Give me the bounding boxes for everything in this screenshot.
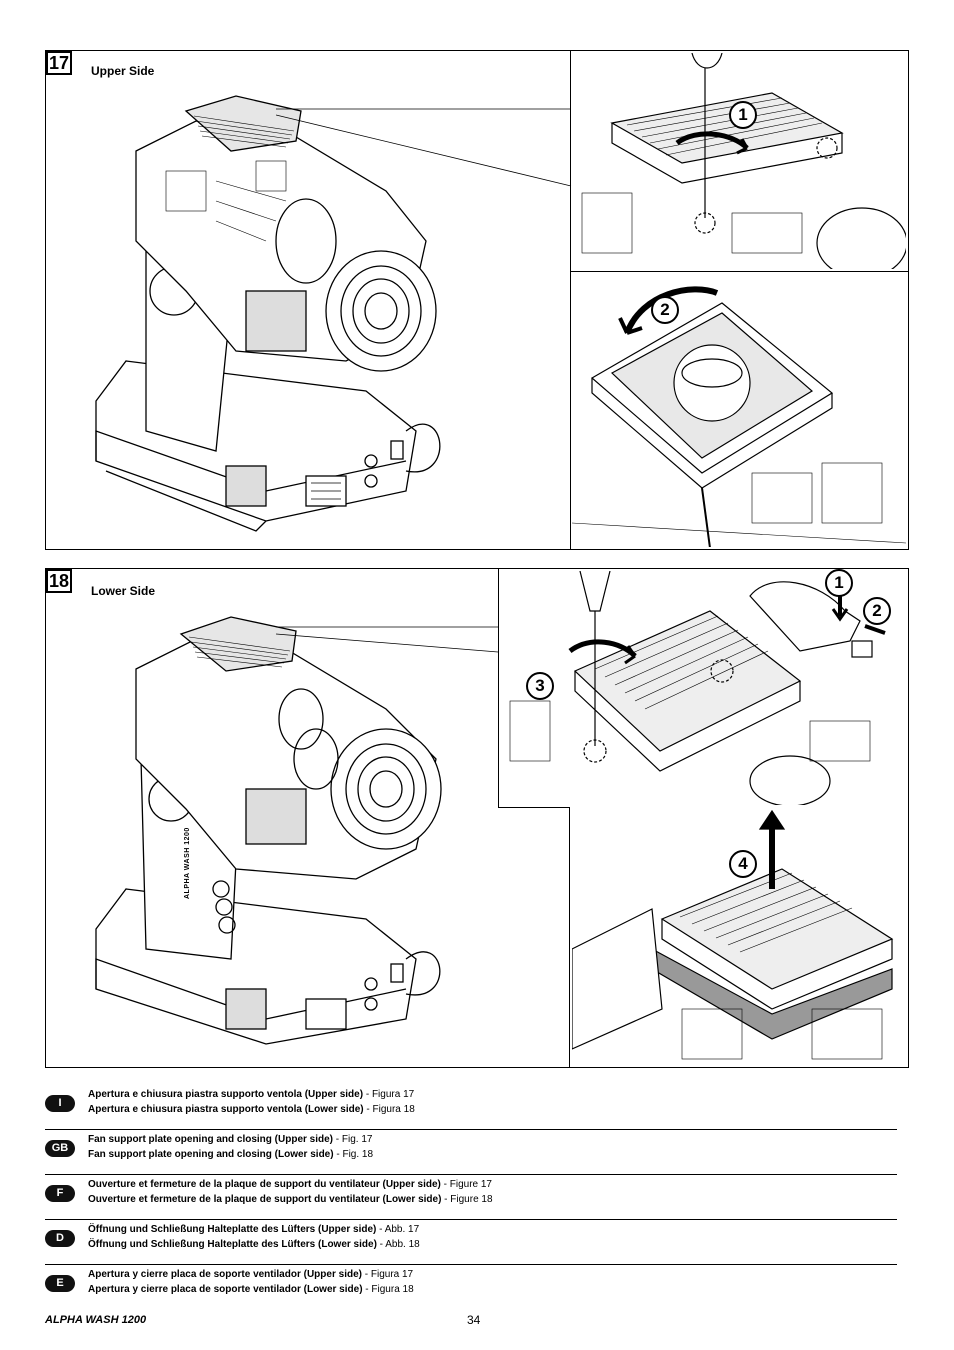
panel-divider (570, 271, 908, 272)
callout-lines (276, 626, 499, 653)
moving-head-illustration-lower (95, 616, 442, 1045)
caption-line: Öffnung und Schließung Halteplatte des L… (88, 1224, 420, 1235)
caption-line: Apertura e chiusura piastra supporto ven… (88, 1104, 415, 1115)
callout-lines (276, 108, 572, 187)
step-badge: 1 (729, 101, 757, 129)
caption-italian: I Apertura e chiusura piastra supporto v… (45, 1085, 897, 1130)
caption-line: Öffnung und Schließung Halteplatte des L… (88, 1239, 420, 1250)
figure-label: Lower Side (91, 584, 156, 598)
caption-german: D Öffnung und Schließung Halteplatte des… (45, 1220, 897, 1265)
detail-open-plate-illustration (572, 286, 906, 547)
panel-divider (569, 807, 570, 1067)
detail-unscrew-lower-illustration (509, 571, 886, 805)
caption-line: Apertura y cierre placa de soporte venti… (88, 1284, 414, 1295)
language-badge: GB (45, 1140, 75, 1157)
caption-line: Fan support plate opening and closing (L… (88, 1149, 374, 1160)
step-badge: 3 (526, 672, 554, 700)
step-badge: 2 (863, 597, 891, 625)
figure-number: 17 (46, 51, 72, 75)
caption-line: Ouverture et fermeture de la plaque de s… (88, 1194, 493, 1205)
caption-line: Apertura y cierre placa de soporte venti… (88, 1269, 414, 1280)
caption-french: F Ouverture et fermeture de la plaque de… (45, 1175, 897, 1220)
detail-remove-plate-illustration (572, 809, 894, 1060)
caption-line: Fan support plate opening and closing (U… (88, 1134, 373, 1145)
figure-17: 17 Upper Side (45, 50, 909, 550)
figure-18: 18 Lower Side ALPHA WASH 1200 (45, 568, 909, 1068)
language-badge: F (45, 1185, 75, 1202)
caption-english: GB Fan support plate opening and closing… (45, 1130, 897, 1175)
figure-label: Upper Side (91, 64, 155, 78)
caption-line: Ouverture et fermeture de la plaque de s… (88, 1179, 492, 1190)
step-badge: 2 (651, 296, 679, 324)
footer-model-name: ALPHA WASH 1200 (45, 1314, 147, 1326)
moving-head-illustration-upper (95, 95, 441, 532)
fixture-arm-text: ALPHA WASH 1200 (184, 827, 191, 899)
panel-divider (570, 51, 571, 549)
language-badge: D (45, 1230, 75, 1247)
language-badge: I (45, 1095, 75, 1112)
caption-line: Apertura e chiusura piastra supporto ven… (88, 1089, 415, 1100)
step-badge: 4 (729, 850, 757, 878)
panel-divider (498, 807, 570, 808)
language-badge: E (45, 1275, 75, 1292)
multilingual-captions: I Apertura e chiusura piastra supporto v… (45, 1085, 897, 1309)
detail-unscrew-illustration (581, 53, 906, 269)
step-badge: 1 (825, 569, 853, 597)
panel-divider (498, 569, 499, 807)
caption-spanish: E Apertura y cierre placa de soporte ven… (45, 1265, 897, 1309)
page-number: 34 (467, 1313, 481, 1327)
figure-number: 18 (46, 569, 72, 593)
